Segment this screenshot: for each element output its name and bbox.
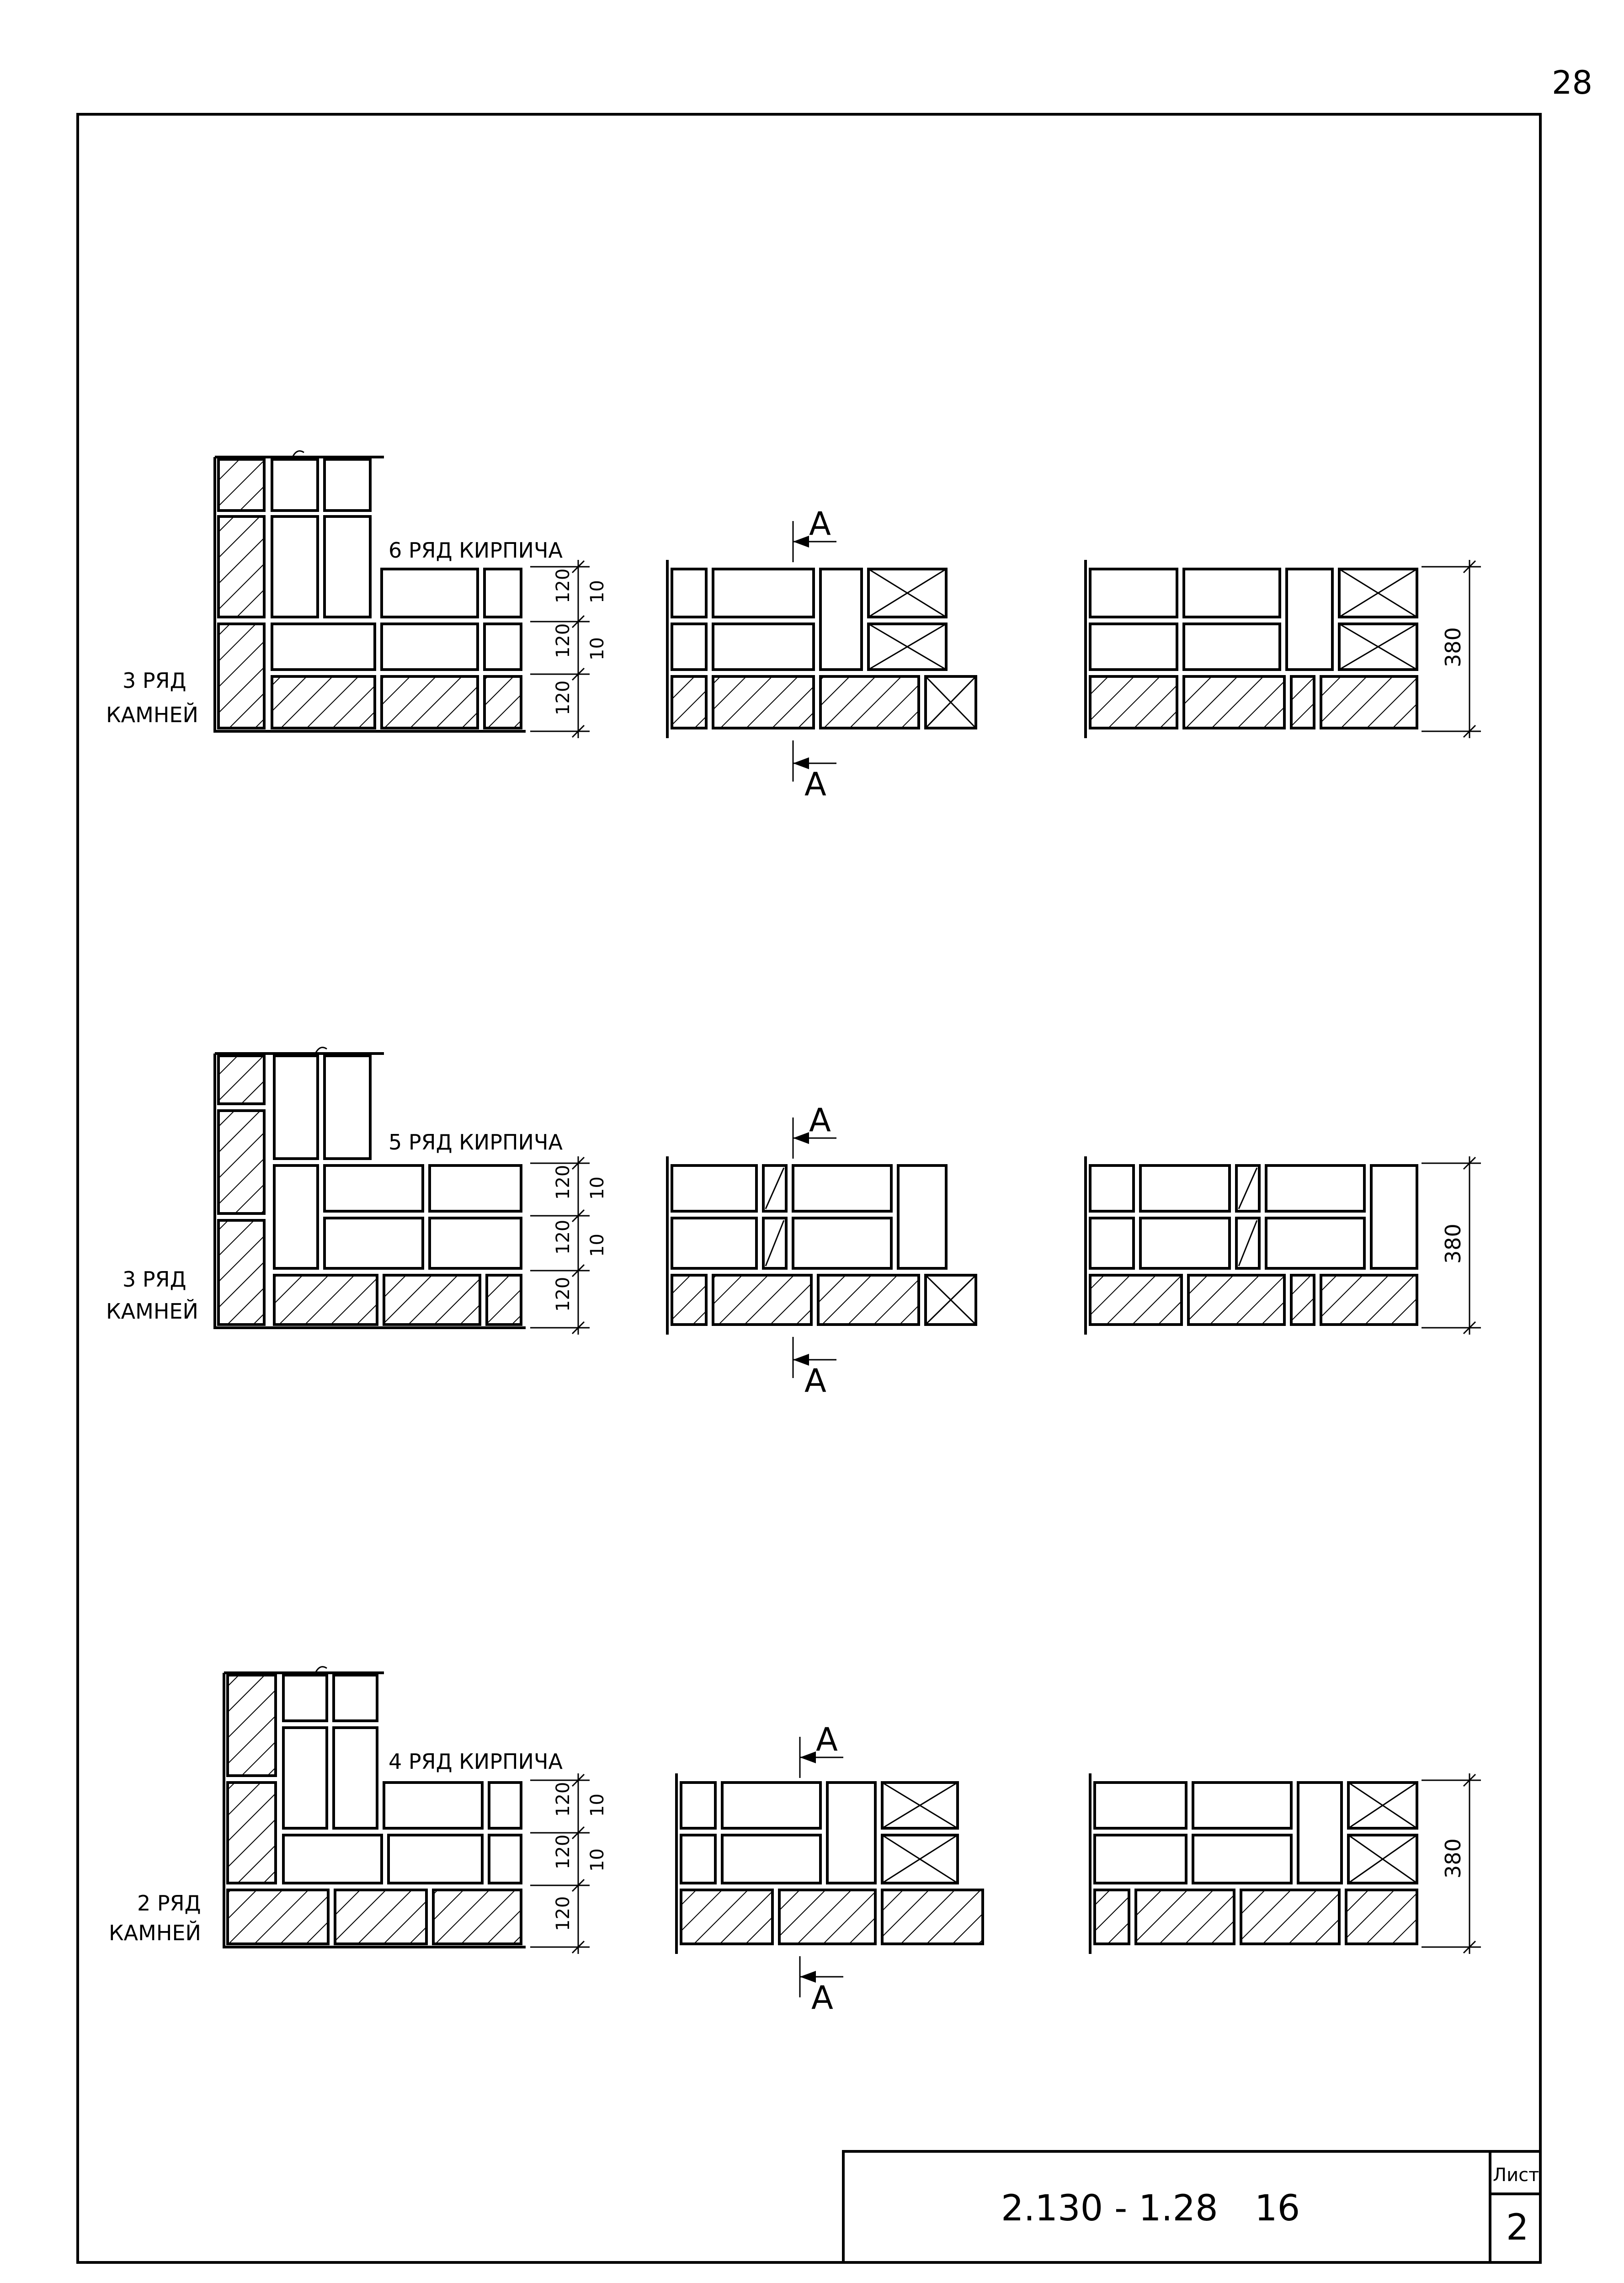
corner-plan-view [213,1047,526,1329]
drawing-code: 2.130 - 1.28 [1001,2188,1218,2229]
wall-elevation-view [666,1118,977,1378]
row-label: 4 РЯД КИРПИЧА [389,1749,563,1774]
dim-120-bottom: 120 [553,681,574,715]
dim-120-bottom: 120 [553,1896,574,1931]
row-label: 6 РЯД КИРПИЧА [389,538,563,563]
stone-label-line2: КАМНЕЙ [106,702,198,727]
total-dim: 380 [1441,627,1465,667]
dim-120-mid: 120 [553,1835,574,1869]
sheet-number: 2 [1506,2207,1529,2248]
dim-120-top: 120 [553,1165,574,1200]
dimension-chain: 120 10 120 10 120 [530,560,608,738]
section-mark-top: A [809,505,831,543]
dim-10-mid: 10 [587,637,608,660]
dim-10-top: 10 [587,1176,608,1200]
stone-label-line2: КАМНЕЙ [106,1299,198,1324]
wall-section-view: 380 [1084,560,1481,738]
sheet-label: Лист [1493,2165,1539,2186]
dim-10-top: 10 [587,1793,608,1817]
dim-120-mid: 120 [553,623,574,658]
title-block: 2.130 - 1.28 16 Лист 2 [842,2150,1542,2264]
stone-label-line2: КАМНЕЙ [109,1921,201,1945]
page-number: 28 [1552,64,1592,101]
dim-10-mid: 10 [587,1848,608,1872]
section-mark-top: A [809,1102,831,1139]
dim-120-mid: 120 [553,1220,574,1255]
stone-label-line1: 3 РЯД [122,668,186,693]
section-mark-bottom: A [804,1362,826,1400]
dim-10-mid: 10 [587,1234,608,1257]
section-mark-bottom: A [811,1979,833,2017]
corner-plan-view [213,450,526,733]
row-label: 5 РЯД КИРПИЧА [389,1130,563,1155]
section-mark-bottom: A [804,766,826,803]
dim-120-top: 120 [553,1782,574,1817]
stone-label-line1: 2 РЯД [137,1891,201,1916]
corner-plan-view [223,1666,526,1948]
dimension-chain: 120 10 120 10 120 [530,1156,608,1335]
wall-section-view: 380 [1084,1156,1481,1335]
sheet-frame [76,113,1542,2264]
dim-120-bottom: 120 [553,1277,574,1312]
total-dim: 380 [1441,1838,1465,1879]
total-dim: 380 [1441,1224,1465,1264]
dimension-chain: 120 10 120 10 120 [530,1773,608,1954]
section-mark-top: A [816,1721,838,1758]
drawing-issue: 16 [1255,2188,1300,2229]
masonry-group-2: 5 РЯД КИРПИЧА 3 РЯД КАМНЕЙ 120 10 120 10… [106,1047,1481,1400]
masonry-group-3: 4 РЯД КИРПИЧА 2 РЯД КАМНЕЙ 120 10 120 10… [109,1666,1481,2017]
wall-section-view: 380 [1089,1773,1481,1954]
wall-elevation-view [666,521,977,782]
dim-120-top: 120 [553,569,574,603]
masonry-group-1: 6 РЯД КИРПИЧА 3 РЯД КАМНЕЙ 120 10 120 10… [106,450,1481,803]
wall-elevation-view [675,1737,984,1997]
stone-label-line1: 3 РЯД [122,1267,186,1292]
dim-10-top: 10 [587,580,608,603]
